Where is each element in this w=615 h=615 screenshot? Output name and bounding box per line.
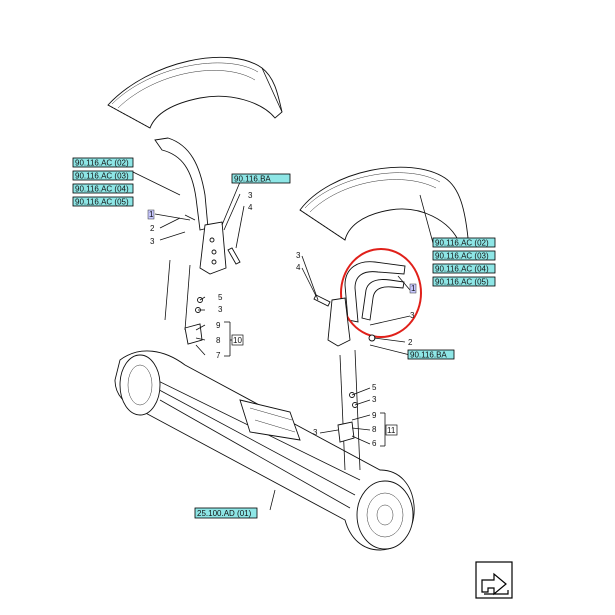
- ref-box[interactable]: [432, 250, 496, 261]
- callout-number: 9: [216, 321, 221, 330]
- callout-marker: [409, 283, 417, 294]
- callout-number: 3: [218, 305, 223, 314]
- callout-number: 8: [216, 336, 221, 345]
- callout-number: 11: [387, 426, 396, 435]
- ref-box[interactable]: [72, 157, 134, 168]
- callout-number: 5: [218, 293, 223, 302]
- ref-box[interactable]: [432, 276, 496, 287]
- callout-number: 4: [296, 263, 301, 272]
- callout-number: 9: [372, 411, 377, 420]
- ref-label: 90.116.AC (02): [435, 239, 489, 248]
- ref-label: 90.116.AC (02): [75, 159, 129, 168]
- left-callouts: 1 2 3 3 4 5 3 9 8 7 10: [147, 191, 253, 360]
- left-mounting-plate: [199, 221, 241, 275]
- right-ba-ref-label: 90.116.BA: [410, 351, 447, 360]
- left-ba-ref-label: 90.116.BA: [234, 175, 271, 184]
- callout-number: 2: [150, 224, 155, 233]
- callout-number: 1: [411, 284, 416, 293]
- axle-ref-label: 25.100.AD (01): [197, 509, 252, 518]
- ref-box[interactable]: [432, 263, 496, 274]
- callout-box: [231, 334, 244, 346]
- ref-label: 90.116.AC (03): [75, 172, 129, 181]
- callout-box: [385, 424, 398, 436]
- ref-label: 90.116.AC (05): [75, 198, 129, 207]
- callout-number: 3: [372, 395, 377, 404]
- callout-number: 3: [313, 428, 318, 437]
- callout-number: 3: [248, 191, 253, 200]
- left-fender: [107, 56, 283, 129]
- callout-number: 8: [372, 425, 377, 434]
- leader-lines: [132, 171, 434, 511]
- callout-number: 3: [410, 311, 415, 320]
- ref-label: 90.116.AC (03): [435, 252, 489, 261]
- ref-box[interactable]: [72, 183, 134, 194]
- callout-number: 3: [150, 237, 155, 246]
- ref-box[interactable]: [72, 196, 134, 207]
- ref-box[interactable]: [72, 170, 134, 181]
- callout-marker: [147, 209, 155, 220]
- callout-number: 6: [372, 439, 377, 448]
- callout-number: 4: [248, 203, 253, 212]
- ref-label: 90.116.AC (05): [435, 278, 489, 287]
- axle-ref-box[interactable]: [194, 507, 258, 519]
- next-page-arrow-icon[interactable]: [475, 561, 513, 599]
- callout-number: 1: [149, 210, 154, 219]
- ref-label: 90.116.AC (04): [435, 265, 489, 274]
- highlight-circle: [340, 248, 422, 338]
- front-axle-assembly: [114, 259, 415, 551]
- callout-number: 7: [216, 351, 221, 360]
- callout-number: 2: [408, 338, 413, 347]
- right-mounting-plate: [313, 294, 351, 347]
- right-reference-group: 90.116.AC (02) 90.116.AC (03) 90.116.AC …: [432, 237, 496, 287]
- right-fender-bracket: [344, 261, 406, 323]
- left-reference-group: 90.116.AC (02) 90.116.AC (03) 90.116.AC …: [72, 157, 134, 207]
- callout-number: 10: [233, 336, 242, 345]
- left-ba-ref-box[interactable]: [231, 173, 291, 184]
- right-fender: [299, 166, 469, 245]
- left-small-parts: [184, 297, 203, 345]
- ref-label: 90.116.AC (04): [75, 185, 129, 194]
- right-callouts: 3 4 1 3 2 5 3 9 8 6 3 11: [296, 251, 417, 448]
- ref-box[interactable]: [432, 237, 496, 248]
- left-fender-bracket: [154, 137, 209, 231]
- callout-number: 5: [372, 383, 377, 392]
- right-ba-ref-box[interactable]: [407, 349, 455, 360]
- callout-number: 3: [296, 251, 301, 260]
